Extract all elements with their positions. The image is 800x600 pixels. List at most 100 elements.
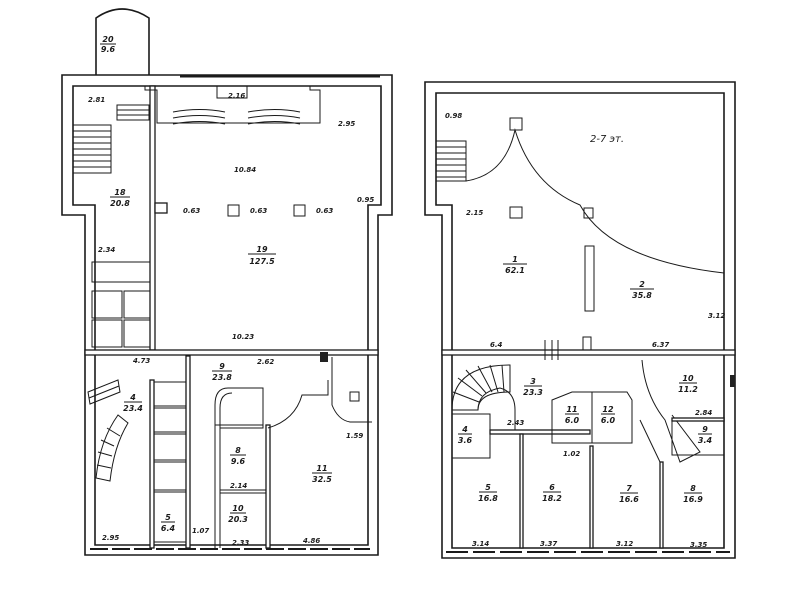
room-label-9: 923.8: [212, 362, 232, 382]
room-label-11: 11 32.5: [312, 464, 332, 484]
svg-text:20.8: 20.8: [110, 199, 130, 208]
floor-note: 2-7 эт.: [590, 134, 624, 145]
room-label-6: 618.2: [542, 483, 562, 503]
svg-text:16.9: 16.9: [683, 495, 703, 504]
svg-text:4: 4: [461, 425, 468, 434]
svg-text:32.5: 32.5: [312, 475, 332, 484]
svg-text:10: 10: [682, 374, 694, 383]
svg-text:127.5: 127.5: [249, 257, 275, 266]
room-label-2: 235.8: [630, 280, 654, 300]
svg-text:4.86: 4.86: [303, 537, 320, 545]
svg-text:19: 19: [256, 245, 268, 254]
room-label-8: 816.9: [683, 484, 703, 504]
svg-text:20.3: 20.3: [228, 515, 248, 524]
room-label-11: 116.0: [565, 405, 580, 425]
svg-text:23.4: 23.4: [123, 404, 143, 413]
column: [227, 204, 240, 217]
room-label-5: 56.4: [161, 513, 176, 533]
svg-text:0.95: 0.95: [357, 196, 374, 204]
outer-wall: [61, 74, 393, 556]
svg-text:5: 5: [485, 483, 491, 492]
svg-text:1.07: 1.07: [192, 527, 209, 535]
svg-text:6.0: 6.0: [601, 416, 616, 425]
svg-text:3.37: 3.37: [540, 540, 557, 548]
svg-text:12: 12: [602, 405, 614, 414]
svg-text:20: 20: [102, 35, 114, 44]
svg-text:3.12: 3.12: [708, 312, 725, 320]
room-label-5: 516.8: [478, 483, 498, 503]
svg-text:2: 2: [639, 280, 645, 289]
svg-text:9.6: 9.6: [231, 457, 246, 466]
svg-text:5: 5: [165, 513, 171, 522]
right-floor-plan: 2-7 эт. 162.1 235.8 323.3 43.6 516.8 618…: [424, 81, 736, 559]
room-label-10: 10 20.3: [228, 504, 248, 524]
room-label-8: 89.6: [230, 446, 246, 466]
svg-text:3.35: 3.35: [690, 541, 707, 549]
column: [584, 245, 595, 312]
svg-text:16.6: 16.6: [619, 495, 639, 504]
svg-text:1.59: 1.59: [346, 432, 363, 440]
svg-text:2.84: 2.84: [695, 409, 712, 417]
partition: [149, 85, 156, 351]
svg-text:3: 3: [530, 377, 536, 386]
svg-text:2.62: 2.62: [257, 358, 274, 366]
svg-text:11: 11: [316, 464, 327, 473]
svg-text:7: 7: [626, 484, 632, 493]
room-label-20: 209.6: [100, 35, 116, 54]
svg-text:2.43: 2.43: [507, 419, 524, 427]
svg-text:6.4: 6.4: [490, 341, 503, 349]
partition-curve: [465, 128, 725, 274]
svg-text:2.95: 2.95: [102, 534, 119, 542]
svg-text:10: 10: [232, 504, 244, 513]
outer-wall: [424, 81, 736, 559]
svg-text:2.33: 2.33: [232, 539, 249, 547]
svg-text:6.37: 6.37: [652, 341, 669, 349]
room-label-19: 19 127.5: [248, 245, 276, 266]
curved-staircase: [87, 379, 129, 482]
dimension-labels: 2.15 6.4 6.37 2.84 2.43 1.02 3.14 3.37 3…: [445, 112, 725, 549]
inner-wall: [435, 92, 725, 549]
svg-text:9: 9: [219, 362, 225, 371]
room-label-4: 423.4: [123, 393, 143, 413]
svg-text:0.63: 0.63: [316, 207, 333, 215]
partition: [441, 349, 736, 356]
svg-text:62.1: 62.1: [505, 266, 525, 275]
svg-text:10.84: 10.84: [234, 166, 256, 174]
svg-text:0.98: 0.98: [445, 112, 462, 120]
room-label-9: 93.4: [698, 425, 713, 445]
svg-text:0.63: 0.63: [250, 207, 267, 215]
svg-text:35.8: 35.8: [632, 291, 652, 300]
svg-text:23.3: 23.3: [523, 388, 543, 397]
svg-text:2.14: 2.14: [230, 482, 247, 490]
svg-text:18.2: 18.2: [542, 494, 562, 503]
svg-text:8: 8: [690, 484, 696, 493]
svg-text:3.4: 3.4: [698, 436, 713, 445]
svg-text:16.8: 16.8: [478, 494, 498, 503]
column: [509, 206, 523, 219]
room-label-3: 323.3: [523, 377, 543, 397]
dimension-labels: 2.81 2.16 2.95 10.84 0.63 0.63 0.63 0.95…: [88, 92, 374, 547]
svg-text:6.4: 6.4: [161, 524, 176, 533]
svg-text:3.14: 3.14: [472, 540, 489, 548]
room-label-7: 716.6: [619, 484, 639, 504]
svg-text:2.34: 2.34: [98, 246, 115, 254]
svg-text:3.12: 3.12: [616, 540, 633, 548]
tower-outline: [95, 8, 150, 75]
svg-text:10.23: 10.23: [232, 333, 254, 341]
svg-text:9.6: 9.6: [101, 45, 116, 54]
svg-text:8: 8: [235, 446, 241, 455]
room-label-12: 126.0: [601, 405, 616, 425]
svg-text:6: 6: [549, 483, 555, 492]
room-label-4: 43.6: [458, 425, 473, 445]
svg-text:0.63: 0.63: [183, 207, 200, 215]
svg-text:2.16: 2.16: [228, 92, 245, 100]
staircase: [72, 124, 112, 174]
svg-text:3.6: 3.6: [458, 436, 473, 445]
room-label-1: 162.1: [503, 255, 527, 275]
svg-text:1: 1: [512, 255, 518, 264]
svg-text:9: 9: [702, 425, 708, 434]
column: [293, 204, 306, 217]
